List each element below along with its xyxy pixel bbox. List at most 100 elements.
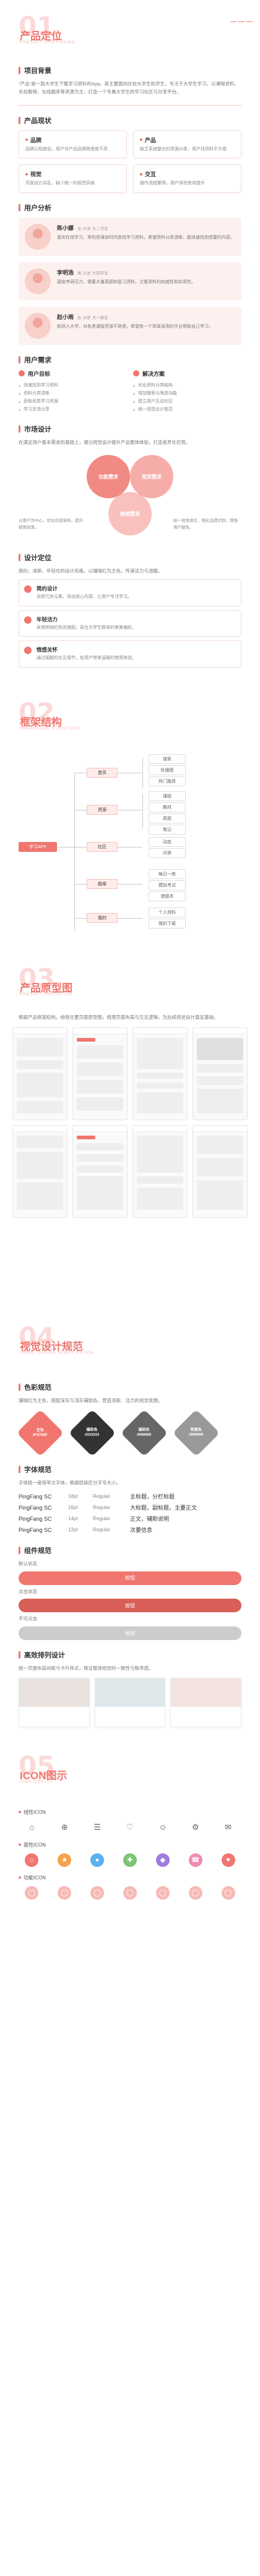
dot-icon [24, 585, 32, 593]
dot-icon [24, 616, 32, 624]
tree-node: 社区 [87, 841, 118, 852]
gear-icon: ⚙ [191, 1822, 199, 1832]
section-number: 03 [19, 963, 55, 993]
divider [19, 104, 241, 106]
primary-button-pressed[interactable]: 按钮 [19, 1599, 241, 1613]
avatar [25, 268, 51, 294]
prototype-screen [132, 1027, 188, 1121]
tree-leaf: 真题 [149, 813, 186, 823]
color-swatch: 背景色#999999 [172, 1409, 220, 1457]
tree-leaf: 我的下载 [149, 918, 186, 929]
mail-icon: ✉ [225, 1822, 232, 1832]
function-icon: ◯ [221, 1885, 235, 1900]
add-icon: ⊕ [61, 1822, 68, 1832]
venn-circle: 情感需求 [108, 492, 152, 536]
prototype-screen [72, 1027, 128, 1121]
heart-icon: ♥ [221, 1853, 235, 1867]
tree-leaf: 模拟考试 [149, 880, 186, 890]
tree-node: 我的 [87, 912, 118, 923]
section-title: 框架结构 [20, 716, 62, 728]
tree-leaf: 问答 [149, 848, 186, 858]
colors-text: 珊瑚红为主色，搭配深灰与浅灰辅助色，营造清新、活力的视觉氛围。 [19, 1398, 163, 1404]
color-swatch: 主色#F0766F [16, 1409, 64, 1457]
needs-goals: 用户目标 快速找到学习资料资料分类清晰获取优质学习资源学习交流分享 [19, 370, 127, 414]
section-number: 02 [19, 697, 55, 728]
sample-card [94, 1677, 166, 1727]
venn-right-note: 统一视觉语言，强化品牌识别，增强用户黏性。 [173, 519, 238, 530]
sample-card [19, 1677, 90, 1727]
persona-card: 陈小娜女 20岁 大二学生 喜欢在线学习，常利用课余时间查找学习资料，希望资料分… [19, 217, 241, 256]
prototype-text: 根据产品框架结构，绘制主要页面原型图，梳理页面布局与交互逻辑，为后续视觉设计奠定… [19, 1014, 219, 1020]
circle-icon: ● [90, 1853, 105, 1867]
primary-button-default[interactable]: 按钮 [19, 1571, 241, 1585]
layout-text: 统一页面布局间距与卡片样式，保证整体视觉的一致性与秩序感。 [19, 1665, 154, 1672]
tree-leaf: 个人资料 [149, 907, 186, 917]
prototype-screen [193, 1027, 248, 1121]
section-subtitle: PRODUCT POSITIONING [20, 41, 76, 45]
tree-node: 首页 [87, 767, 118, 778]
fonts-heading: 字体规范 [19, 1464, 241, 1474]
tree-leaf: 笔记 [149, 824, 186, 835]
venn-circle: 视觉需求 [130, 455, 173, 499]
status-card: 产品缺乏系统整合的资源分类，用户找资料不方便 [133, 130, 241, 158]
section-hero-02: 02 框架结构 FRAMEWORK STRUCTURE [0, 686, 260, 748]
section-hero-05: 05 ICON图示 ICON DISPLAY [0, 1740, 260, 1801]
background-text: "产品"是一款大学生下载学习资料的App。其主要面向在校大学生和学生，专注于大学… [19, 81, 240, 95]
tree-leaf: 动态 [149, 836, 186, 847]
sample-card [170, 1677, 241, 1727]
fonts-text: 字体统一使用苹方字体，根据层级区分字号大小。 [19, 1480, 121, 1486]
section-subtitle: ICON DISPLAY [20, 1780, 53, 1784]
prototype-screens [12, 1027, 248, 1218]
section-subtitle: PRODUCT PROTOTYPE [20, 992, 73, 997]
section-title: 产品定位 [20, 30, 62, 42]
section-subtitle: VISUAL DESIGN SPECIFICATION [20, 1351, 95, 1356]
venn-heading: 市场设计 [19, 424, 241, 434]
tree-leaf: 搜索 [149, 754, 186, 764]
colors-heading: 色彩规范 [19, 1382, 241, 1392]
tree-leaf: 热门推荐 [149, 776, 186, 786]
venn-diagram: 功能需求 视觉需求 情感需求 以用户为中心，优化信息架构，提升使用效率。 统一视… [19, 450, 241, 543]
color-swatch: 辅助色#666666 [120, 1409, 168, 1457]
venn-intro: 在满足用户基本需求的基础上，通过视觉设计提升产品整体体验，打造差异化优势。 [19, 439, 191, 445]
needs-pair: 用户目标 快速找到学习资料资料分类清晰获取优质学习资源学习交流分享 解决方案 优… [19, 370, 241, 414]
prototype-screen [193, 1125, 248, 1218]
layout-heading: 高效排列设计 [19, 1650, 241, 1660]
persona-meta: 女 20岁 大二学生 [77, 226, 108, 231]
design-pos-item: 情感关怀通过细腻的交互细节，给用户带来温暖的使用体验。 [19, 640, 241, 668]
function-icon: ◯ [90, 1885, 105, 1900]
persona-meta: 男 22岁 大四学生 [77, 271, 108, 276]
function-icon: ◯ [188, 1885, 202, 1900]
color-swatches: 主色#F0766F 辅助色#333333 辅助色#666666 背景色#9999… [16, 1409, 241, 1457]
diamond-icon: ◆ [155, 1853, 170, 1867]
persona-card: 赵小雨女 19岁 大一新生 刚进入大学，对各类课程资源不熟悉，希望有一个简单易用… [19, 306, 241, 345]
user-icon: ☺ [158, 1822, 167, 1832]
icon-group-label: 功能ICON [19, 1874, 241, 1881]
status-card: 视觉页面设计杂乱，缺少统一的视觉风格 [19, 164, 127, 193]
button-state-label: 默认状态 [19, 1560, 37, 1566]
line-icons: ⌂ ⊕ ☰ ♡ ☺ ⚙ ✉ [19, 1821, 241, 1834]
tree-leaf: 错题本 [149, 891, 186, 901]
plus-icon: ✚ [123, 1853, 137, 1867]
status-heading: 产品现状 [19, 116, 241, 125]
section-hero-04: 04 视觉设计规范 VISUAL DESIGN SPECIFICATION [0, 1311, 260, 1372]
section-hero-03: 03 产品原型图 PRODUCT PROTOTYPE [0, 952, 260, 1014]
section-number: 01 [19, 11, 55, 41]
status-card: 交互操作流程繁琐，用户体验有待提升 [133, 164, 241, 193]
design-pos-item: 简约设计去除冗余元素，突出核心内容，让用户专注学习。 [19, 579, 241, 606]
section-subtitle: FRAMEWORK STRUCTURE [20, 726, 80, 731]
tree-node: 资源 [87, 804, 118, 815]
section-hero-01: 01 产品定位 PRODUCT POSITIONING [0, 0, 260, 56]
section-number: 04 [19, 1322, 55, 1353]
persona-desc: 刚进入大学，对各类课程资源不熟悉，希望有一个简单易用的平台帮助自己学习。 [57, 324, 213, 329]
avatar [25, 223, 51, 250]
home-icon: ⌂ [29, 1822, 35, 1832]
primary-button-disabled: 按钮 [19, 1626, 241, 1641]
function-icons: ◯ ◯ ◯ ◯ ◯ ◯ ◯ [19, 1885, 241, 1900]
icon-group-label: 线性ICON [19, 1809, 241, 1816]
avatar [25, 312, 51, 339]
persona-meta: 女 19岁 大一新生 [77, 315, 108, 320]
